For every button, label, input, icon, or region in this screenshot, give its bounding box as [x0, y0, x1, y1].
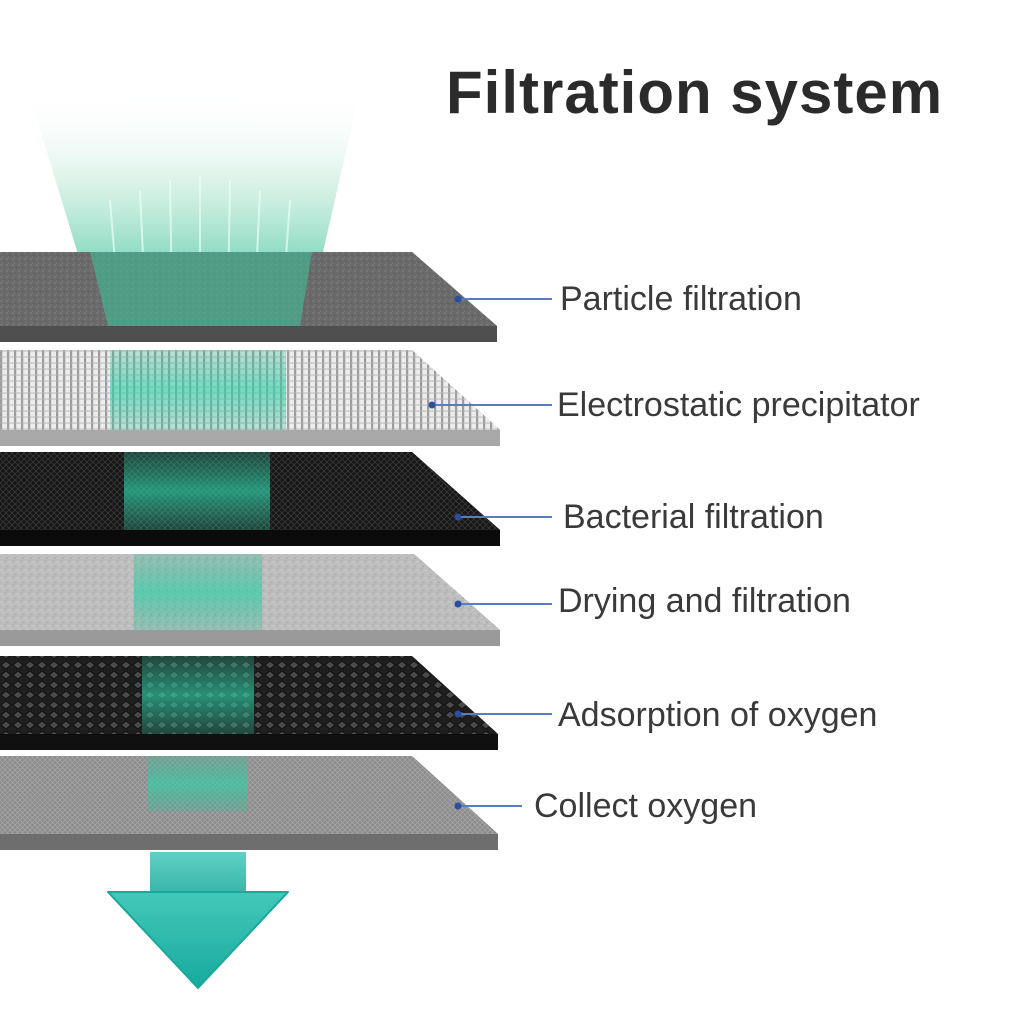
layer-label-electrostatic-precipitator: Electrostatic precipitator [557, 386, 920, 424]
layer-bacterial-filtration [0, 452, 500, 546]
leader-dot-2 [428, 401, 436, 409]
layer-label-particle-filtration: Particle filtration [560, 280, 802, 318]
down-arrow-icon [107, 852, 289, 989]
leader-dot-6 [454, 802, 462, 810]
leader-dot-3 [454, 513, 462, 521]
layer-electrostatic-precipitator [0, 350, 500, 446]
layer-label-bacterial-filtration: Bacterial filtration [563, 498, 824, 536]
leader-lines [432, 298, 552, 807]
leader-dot-4 [454, 600, 462, 608]
leader-dot-1 [454, 295, 462, 303]
layer-label-drying-and-filtration: Drying and filtration [558, 582, 851, 620]
layer-collect-oxygen [0, 756, 498, 850]
layer-label-adsorption-of-oxygen: Adsorption of oxygen [558, 696, 878, 734]
airflow-stream-icon [28, 90, 360, 300]
layer-drying-and-filtration [0, 554, 500, 646]
layer-adsorption-of-oxygen [0, 656, 498, 750]
diagram-title: Filtration system [446, 59, 944, 126]
layer-label-collect-oxygen: Collect oxygen [534, 787, 758, 825]
layer-particle-filtration [0, 252, 497, 342]
leader-dot-5 [454, 710, 462, 718]
leader-dots [428, 295, 462, 810]
